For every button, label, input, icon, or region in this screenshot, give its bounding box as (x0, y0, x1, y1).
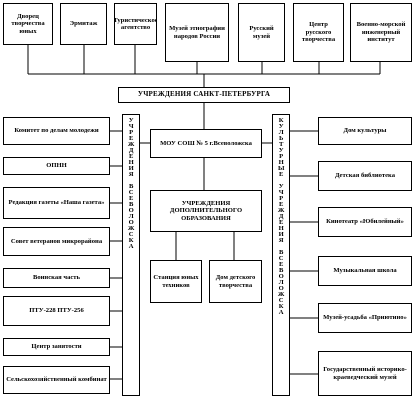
top-box-tourist-agency: Туристическое агентство (114, 3, 157, 45)
left-box-agricultural-plant: Сельскохозяйственный комбинат (3, 366, 110, 394)
top-box-ethnography-museum: Музей этнографии народов России (165, 3, 229, 62)
right-box-culture-house: Дом культуры (318, 117, 412, 145)
left-box-vocational-schools: ПТУ-228 ПТУ-256 (3, 296, 110, 326)
top-box-hermitage: Эрмитаж (60, 3, 107, 45)
left-box-youth-committee: Комитет по делам молодежи (3, 117, 110, 145)
top-box-naval-institute: Военно-морской инженерный институт (350, 3, 412, 62)
vsevolozhsk-cultural-institutions-label: КУЛЬТУРНЫЕ УЧРЕЖДЕНИЯ ВСЕВОЛОЖСКА (272, 114, 290, 396)
right-box-children-library: Детская библиотека (318, 161, 412, 191)
school-box: МОУ СОШ № 5 г.Всеволожска (150, 129, 262, 158)
right-box-cinema: Кинотеатр «Юбилейный» (318, 207, 412, 237)
sub-box-young-technicians: Станция юных техников (150, 260, 202, 303)
vsevolozhsk-institutions-label: УЧРЕЖДЕНИЯ ВСЕВОЛОЖСКА (122, 114, 140, 396)
right-box-music-school: Музыкальная школа (318, 256, 412, 286)
top-box-russian-museum: Русский музей (238, 3, 285, 62)
spb-institutions-title: УЧРЕЖДЕНИЯ САНКТ-ПЕТЕРБУРГА (118, 87, 290, 103)
top-box-russian-creativity-center: Центр русского творчества (293, 3, 344, 62)
left-box-newspaper: Редакция газеты «Наша газета» (3, 187, 110, 219)
left-box-military-unit: Воинская часть (3, 268, 110, 288)
left-box-opnn: ОПНН (3, 157, 110, 175)
right-box-estate-museum: Музей-усадьба «Приютино» (318, 303, 412, 333)
right-box-history-museum: Государственный историко-краеведческий м… (318, 351, 412, 396)
sub-box-children-creativity-house: Дом детского творчества (209, 260, 262, 303)
left-box-veterans-council: Совет ветеранов микрорайона (3, 227, 110, 256)
additional-education-box: УЧРЕЖДЕНИЯ ДОПОЛНИТЕЛЬНОГО ОБРАЗОВАНИЯ (150, 190, 262, 232)
left-box-employment-center: Центр занятости (3, 338, 110, 356)
top-box-palace: Дворец творчества юных (3, 3, 53, 45)
